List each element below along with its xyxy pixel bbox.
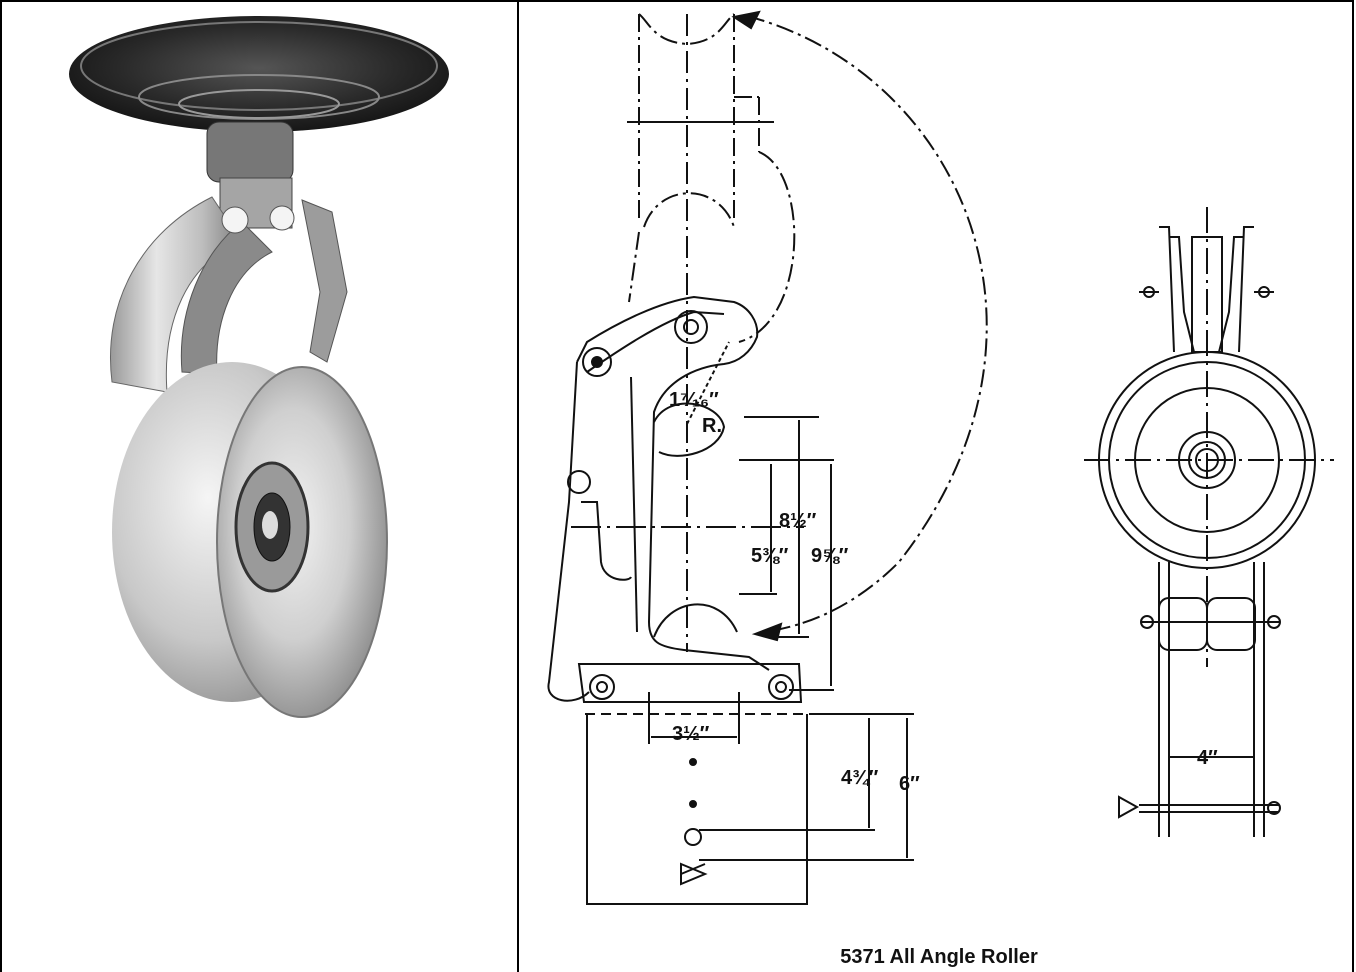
side-fork [1159, 226, 1254, 353]
side-roller [1158, 597, 1208, 651]
side-wheel-rim [1108, 361, 1306, 559]
side-bolt-head [1267, 615, 1281, 629]
base-bolt [589, 674, 615, 700]
roller-photo-illustration [69, 16, 449, 718]
sheave-arc [653, 402, 726, 457]
side-wheel-inner [1134, 387, 1280, 533]
sheave-arc [653, 603, 738, 638]
side-wing-nut [1118, 795, 1140, 819]
base-plate [577, 663, 803, 703]
height-label-b: 5⅜″ [751, 545, 789, 567]
figure-caption: 5371 All Angle Roller [840, 946, 1038, 968]
base-bolt [768, 674, 794, 700]
radius-label: 1⁷⁄₁₆″ [669, 389, 719, 411]
arrowhead [731, 10, 761, 30]
bracket-label-b: 6″ [899, 773, 920, 795]
technical-drawing: 1⁷⁄₁₆″ R. 8½″ 5⅜″ 9⅝″ 3½″ 4¾″ 6″ 4″ 5371… [519, 2, 1352, 970]
bracket-label-a: 4¾″ [841, 767, 879, 789]
side-axle [1195, 448, 1219, 472]
pivot-bolt [221, 206, 249, 234]
side-bolt-head [1267, 801, 1281, 815]
bracket-hole [689, 800, 697, 808]
radius-line [686, 341, 730, 425]
inner-frame-line [630, 376, 638, 633]
latch-arm [301, 199, 348, 363]
side-hub-inner [1188, 441, 1226, 479]
bracket-hole [684, 828, 702, 846]
frame-outline [547, 361, 590, 702]
height-label-a: 8½″ [779, 510, 817, 532]
drawing-svg: 1⁷⁄₁₆″ R. 8½″ 5⅜″ 9⅝″ 3½″ 4¾″ 6″ 4″ [547, 10, 1334, 905]
side-bolt-head [1140, 615, 1154, 629]
slot-outline [581, 501, 632, 581]
radius-suffix: R. [702, 415, 722, 437]
bracket-plate [586, 714, 808, 905]
side-view [1084, 207, 1334, 837]
pivot-bolt [269, 205, 295, 231]
disc-ring [80, 21, 438, 111]
wing-nut [680, 862, 708, 886]
side-bolt-head [1258, 286, 1270, 298]
side-sheave [1191, 236, 1223, 353]
swivel-joint [206, 121, 294, 183]
base-width-label: 3½″ [672, 723, 710, 745]
mount-hole-center [591, 356, 603, 368]
base-bolt-center [596, 681, 608, 693]
height-label-c: 9⅝″ [811, 545, 849, 567]
side-width-label: 4″ [1197, 747, 1218, 769]
side-roller [1206, 597, 1256, 651]
pivot-hole [674, 310, 708, 344]
main-body-outline [576, 295, 770, 671]
product-photo [2, 2, 517, 970]
mount-hole [567, 470, 591, 494]
mount-hole [582, 347, 612, 377]
pivot-hole-center [683, 319, 699, 335]
phantom-outline [628, 13, 988, 633]
cell-divider [517, 0, 519, 972]
disc-ring [178, 89, 340, 119]
side-fork-inner [1169, 236, 1244, 353]
curved-arm [110, 196, 243, 393]
side-hub [1178, 431, 1236, 489]
side-bolt-head [1143, 286, 1155, 298]
bracket-hole [689, 758, 697, 766]
inner-frame-line [586, 310, 725, 373]
base-bolt-center [775, 681, 787, 693]
wheel-axle [262, 511, 278, 539]
